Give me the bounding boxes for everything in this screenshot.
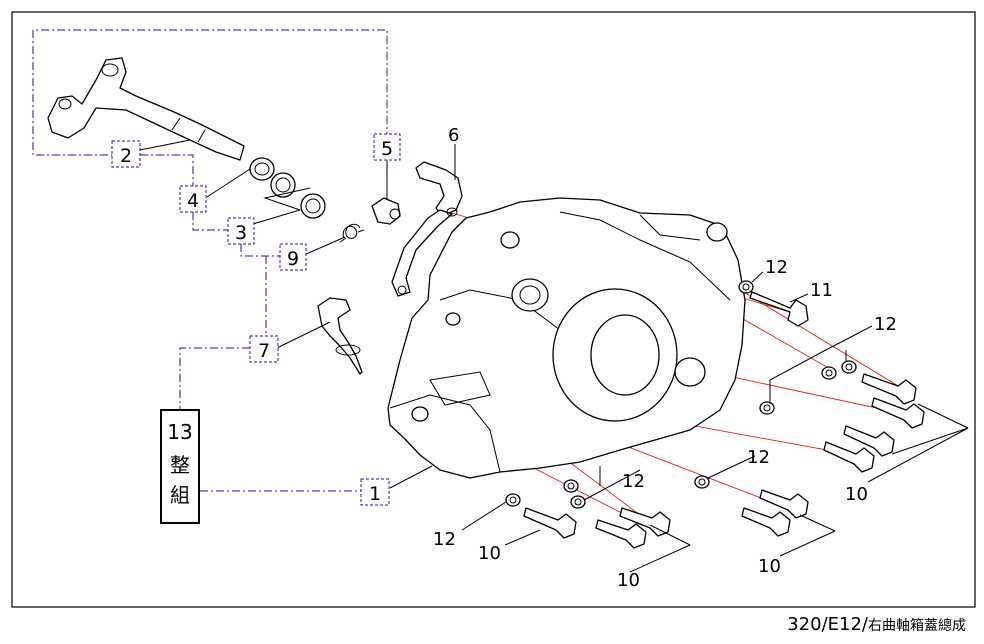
caption-code: 320/E12/ (787, 614, 868, 635)
callout-7: 7 (258, 340, 270, 362)
callout-12-left: 12 (433, 529, 456, 550)
diagram-frame (11, 11, 976, 608)
callout-10-left: 10 (478, 543, 501, 564)
callout-10-bottom-right: 10 (758, 556, 781, 577)
boxed-callouts: 2 4 3 9 5 7 1 (111, 133, 401, 506)
callout-9: 9 (287, 248, 299, 270)
callout-10-right: 10 (845, 484, 868, 505)
callout-12-lower: 12 (622, 471, 645, 492)
oil-filler-plug-icon (317, 297, 363, 375)
oil-seal-icon (249, 157, 275, 181)
caption-title: 右曲軸箱蓋總成 (868, 618, 966, 634)
callout-6: 6 (448, 125, 459, 146)
callout-10-bottom: 10 (617, 570, 640, 591)
callout-12-middle: 12 (747, 447, 770, 468)
callout-11: 11 (810, 280, 833, 301)
callouts: 6 12 11 12 12 12 12 10 10 10 10 (433, 125, 897, 591)
callout-5: 5 (381, 138, 393, 160)
crankcase-cover-icon (387, 197, 746, 479)
callout-12-top: 12 (765, 257, 788, 278)
spring-icon (339, 223, 365, 243)
washer-icon (505, 280, 857, 509)
flange-bolt-icon (523, 291, 925, 549)
callout-4: 4 (187, 190, 199, 212)
kit-label-line2: 組 (170, 483, 190, 507)
kit-number: 13 (167, 420, 192, 444)
callout-3: 3 (235, 222, 247, 244)
kit-label-line1: 整 (170, 453, 190, 477)
callout-1: 1 (369, 483, 381, 505)
leader-lines (139, 139, 969, 573)
diagram-caption: 320/E12/右曲軸箱蓋總成 (787, 614, 966, 635)
callout-12-right: 12 (874, 314, 897, 335)
shift-lever-icon (47, 57, 245, 161)
cap-icon (371, 197, 401, 225)
kit-box: 13 整 組 (160, 409, 200, 524)
bearing-icon (270, 172, 326, 219)
breather-hose-icon (391, 161, 463, 297)
callout-2: 2 (120, 145, 132, 167)
